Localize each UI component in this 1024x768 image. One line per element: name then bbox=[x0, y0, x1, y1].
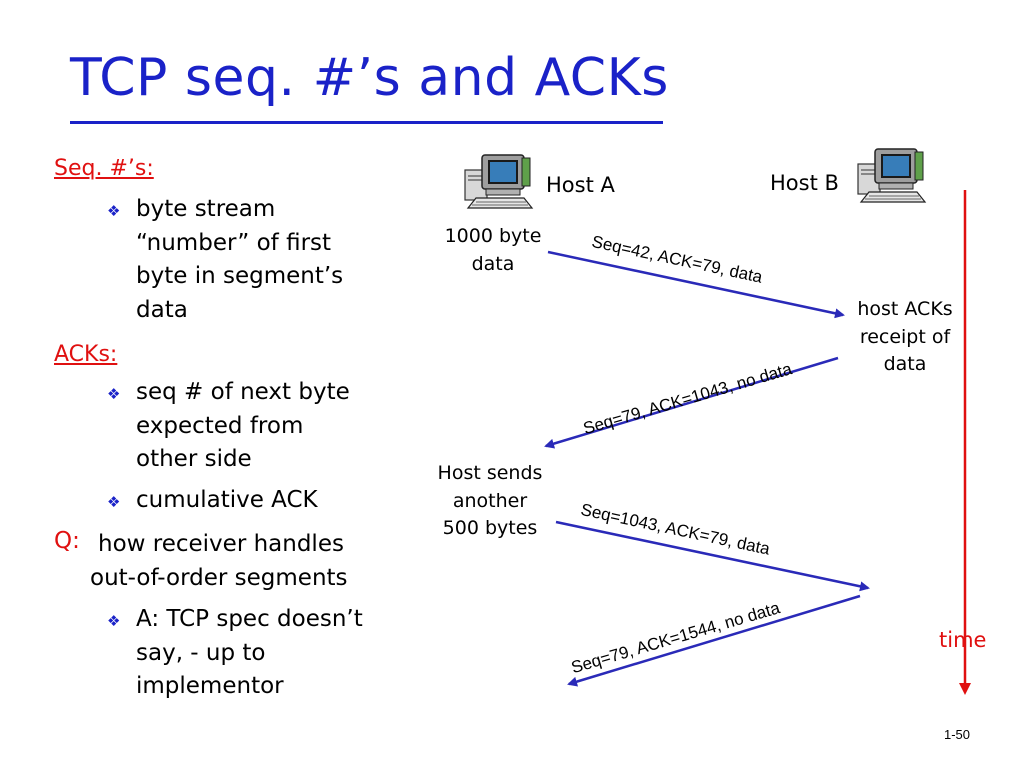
q-text: how receiver handles out-of-order segmen… bbox=[90, 531, 348, 591]
acks-heading: ACKs: bbox=[54, 342, 118, 367]
time-label: time bbox=[939, 628, 987, 652]
bullet-icon: ❖ bbox=[107, 202, 121, 220]
bullet-icon: ❖ bbox=[107, 612, 121, 630]
title-underline bbox=[70, 121, 663, 124]
bullet-icon: ❖ bbox=[107, 385, 121, 403]
host-a-label: Host A bbox=[546, 173, 615, 197]
slide-title: TCP seq. #’s and ACKs bbox=[70, 48, 669, 108]
acks-bullet-text: seq # of next byte expected from other s… bbox=[136, 379, 350, 472]
arrow-ack1544 bbox=[567, 594, 861, 687]
page-number: 1-50 bbox=[944, 727, 971, 742]
bullet-icon: ❖ bbox=[107, 493, 121, 511]
q-bullet-text: A: TCP spec doesn’t say, - up to impleme… bbox=[136, 606, 363, 699]
arrow-ack1043 bbox=[544, 356, 839, 449]
computer-icon-host-b bbox=[857, 148, 927, 203]
arrow-seq42 bbox=[547, 250, 845, 319]
q-label: Q: bbox=[54, 528, 80, 554]
seq-bullet-text: byte stream “number” of first byte in se… bbox=[136, 196, 344, 323]
arrow-seq1043 bbox=[555, 520, 870, 592]
computer-icon-host-a bbox=[464, 154, 534, 209]
host-b-label: Host B bbox=[770, 171, 839, 195]
cumulative-ack-text: cumulative ACK bbox=[136, 487, 318, 513]
seq-heading: Seq. #’s: bbox=[54, 156, 154, 181]
